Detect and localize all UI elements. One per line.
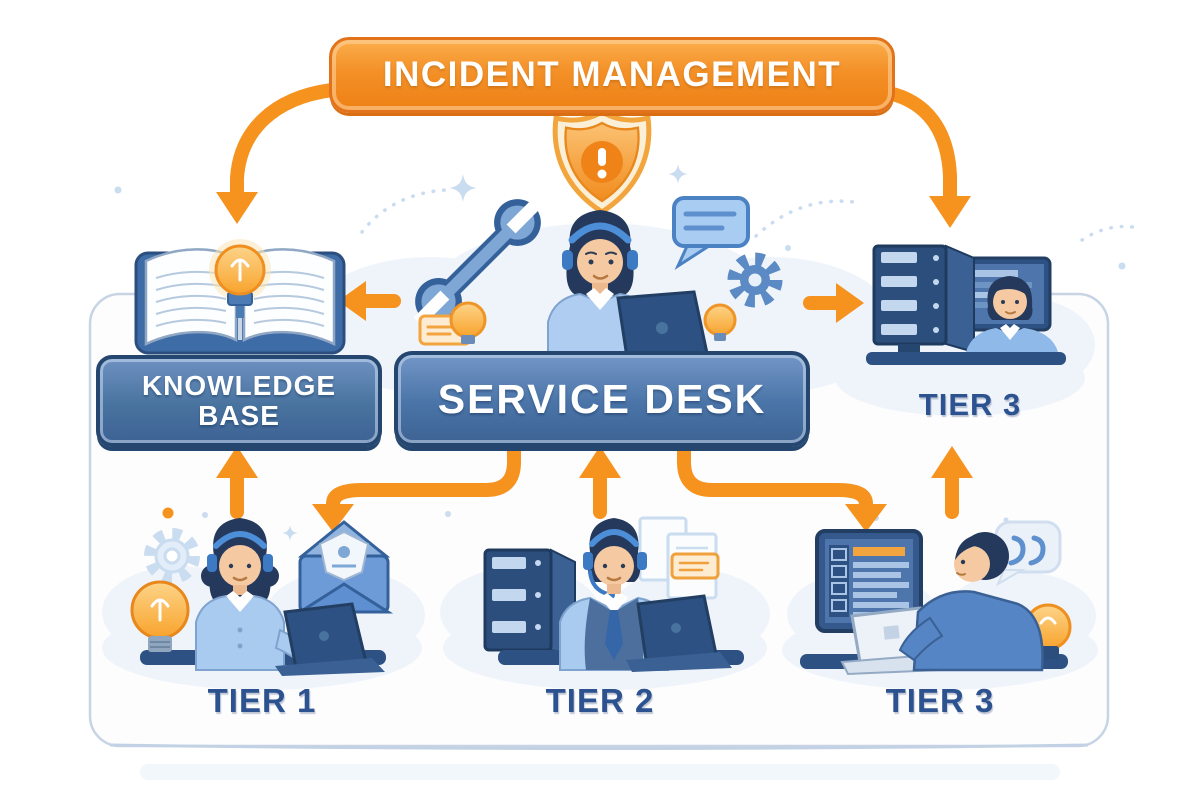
tier1-label: TIER 1 xyxy=(207,682,317,719)
tier1-agent xyxy=(195,518,312,671)
service-desk-agent-illustration xyxy=(413,109,783,380)
arrow-incident-to-knowledge-base xyxy=(216,83,339,224)
tier3-specialist xyxy=(898,532,1044,672)
arrow-servicedesk-to-tier3 xyxy=(803,283,864,323)
tier3-engineer xyxy=(966,276,1058,356)
monitor-dashboard-icon xyxy=(815,529,923,633)
knowledge-base-label-line1: KNOWLEDGE xyxy=(141,369,337,401)
panel-bottom-edge xyxy=(109,743,1089,750)
tier2-label: TIER 2 xyxy=(545,682,655,719)
knowledge-base-label-line2: BASE xyxy=(198,400,280,431)
knowledge-base-node: KNOWLEDGE BASE xyxy=(96,355,382,447)
server-rack-icon xyxy=(872,244,975,356)
laptop-icon xyxy=(626,594,732,672)
envelope-icon xyxy=(294,520,394,614)
tier3-escalation-illustration xyxy=(866,244,1066,365)
alert-shield-icon xyxy=(552,109,652,215)
arrow-servicedesk-to-tier1 xyxy=(312,437,521,532)
tier1-agent-illustration xyxy=(130,518,394,676)
service-desk-label: SERVICE DESK xyxy=(437,375,767,422)
knowledge-base-illustration xyxy=(134,239,346,355)
tier3-label: TIER 3 xyxy=(885,682,995,719)
tier2-agent-illustration xyxy=(483,516,744,672)
star-icon xyxy=(668,164,688,184)
arrow-servicedesk-to-tier3-bottom xyxy=(677,437,887,532)
orange-dot xyxy=(162,507,174,519)
server-rack-icon xyxy=(483,548,576,663)
quote-bubble-icon xyxy=(994,520,1062,587)
arrow-tier2-to-servicedesk xyxy=(579,446,621,519)
incident-management-node: INCIDENT MANAGEMENT xyxy=(329,37,895,113)
headset-icon xyxy=(589,529,639,547)
tier3-specialist-illustration xyxy=(800,520,1072,676)
sparkle-decorations xyxy=(114,164,1140,541)
arrow-tier3-to-tier3-escalation xyxy=(931,446,973,519)
gear-outline-icon xyxy=(144,528,200,584)
desk xyxy=(866,352,1066,365)
arrow-incident-to-tier3 xyxy=(877,85,971,228)
lightbulb-icon xyxy=(130,580,190,652)
laptop-icon xyxy=(275,602,385,676)
service-desk-node: SERVICE DESK xyxy=(394,351,810,447)
lightbulb-badge-icon xyxy=(449,301,737,344)
headset-icon xyxy=(213,531,267,549)
headset-icon xyxy=(568,222,632,244)
panel-shadow xyxy=(140,764,1060,780)
lightbulb-icon xyxy=(209,239,271,318)
arrow-servicedesk-to-knowledge-base xyxy=(338,281,401,321)
gear-icon xyxy=(727,252,783,308)
tier3-escalation-label: TIER 3 xyxy=(918,387,1022,422)
tier2-agent xyxy=(559,518,669,671)
note-icon xyxy=(670,552,720,580)
chat-bubble-icon xyxy=(672,196,750,271)
incident-management-label: INCIDENT MANAGEMENT xyxy=(382,55,842,94)
arrow-tier1-to-knowledge-base xyxy=(216,446,258,519)
star-icon xyxy=(449,174,477,202)
flow-arrows xyxy=(216,83,973,532)
